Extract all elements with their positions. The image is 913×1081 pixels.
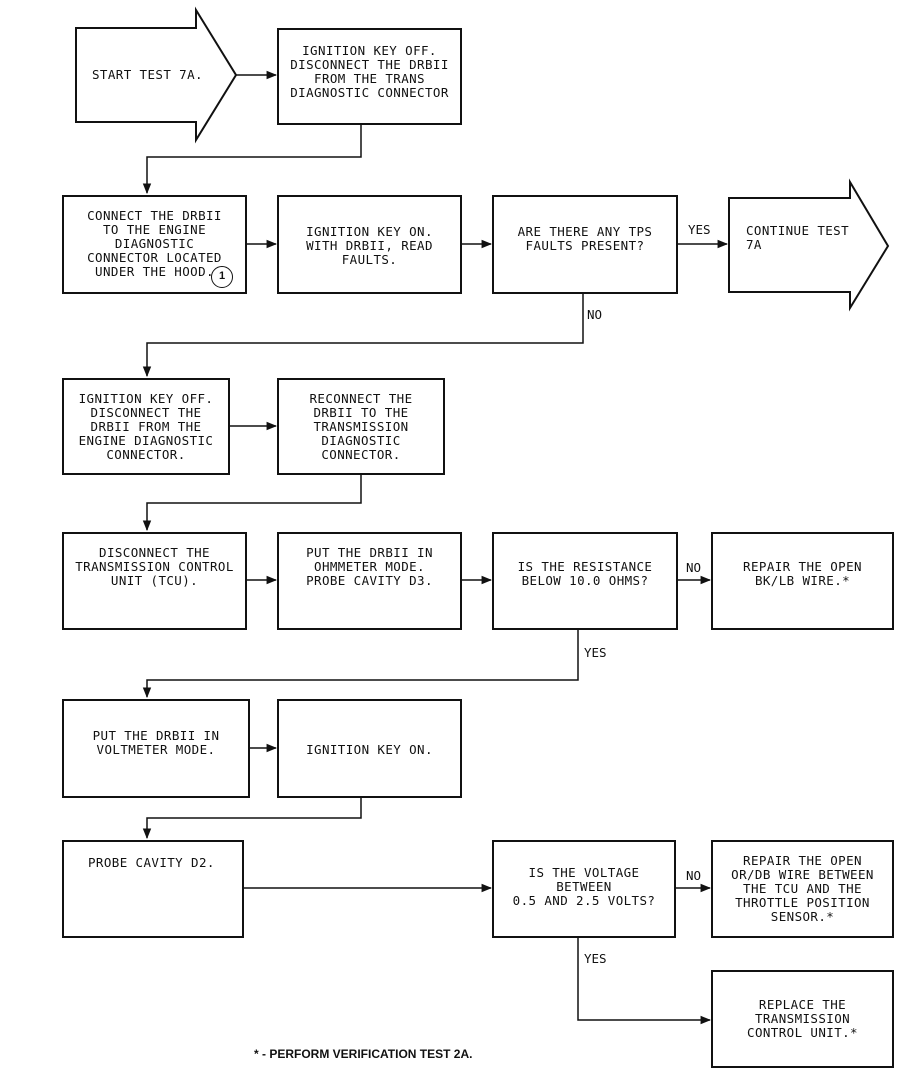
replace-tcu-box: REPLACE THE TRANSMISSION CONTROL UNIT.* [711,970,894,1068]
probe-d2-box: PROBE CAVITY D2. [62,840,244,938]
no-label-tps: NO [587,307,603,322]
connector-reconnect-to-disconnect-tcu [142,475,362,532]
voltmeter-mode-box: PUT THE DRBII IN VOLTMETER MODE. [62,699,250,798]
start-arrow-shape [75,6,238,144]
resistance-question-box: IS THE RESISTANCE BELOW 10.0 OHMS? [492,532,678,630]
yes-label-voltage: YES [584,951,607,966]
ign-off-disconnect-trans-box: IGNITION KEY OFF. DISCONNECT THE DRBII F… [277,28,462,125]
no-label-resistance: NO [686,560,702,575]
ohmmeter-mode-box: PUT THE DRBII IN OHMMETER MODE. PROBE CA… [277,532,462,630]
connector-ign-off-to-connect-engine [142,124,362,195]
ign-on-box: IGNITION KEY ON. [277,699,462,798]
repair-bk-lb-box: REPAIR THE OPEN BK/LB WIRE.* [711,532,894,630]
reconnect-trans-box: RECONNECT THE DRBII TO THE TRANSMISSION … [277,378,445,475]
yes-label-resistance: YES [584,645,607,660]
connector-voltage-yes [577,938,712,1025]
callout-1-badge: 1 [211,266,233,288]
tps-question-box: ARE THERE ANY TPS FAULTS PRESENT? [492,195,678,294]
connector-tps-no [142,294,584,378]
verification-footnote: * - PERFORM VERIFICATION TEST 2A. [254,1047,473,1061]
repair-or-db-box: REPAIR THE OPEN OR/DB WIRE BETWEEN THE T… [711,840,894,938]
connector-resistance-yes [142,630,579,699]
continue-test-label: CONTINUE TEST 7A [746,223,850,252]
start-test-label: START TEST 7A. [92,67,203,82]
connector-ign-on-to-probe [142,798,362,840]
ign-off-disconnect-engine-box: IGNITION KEY OFF. DISCONNECT THE DRBII F… [62,378,230,475]
voltage-question-box: IS THE VOLTAGE BETWEEN 0.5 AND 2.5 VOLTS… [492,840,676,938]
ign-on-read-faults-box: IGNITION KEY ON. WITH DRBII, READ FAULTS… [277,195,462,294]
yes-label-tps: YES [688,222,711,237]
continue-arrow-shape [728,178,890,312]
no-label-voltage: NO [686,868,702,883]
disconnect-tcu-box: DISCONNECT THE TRANSMISSION CONTROL UNIT… [62,532,247,630]
